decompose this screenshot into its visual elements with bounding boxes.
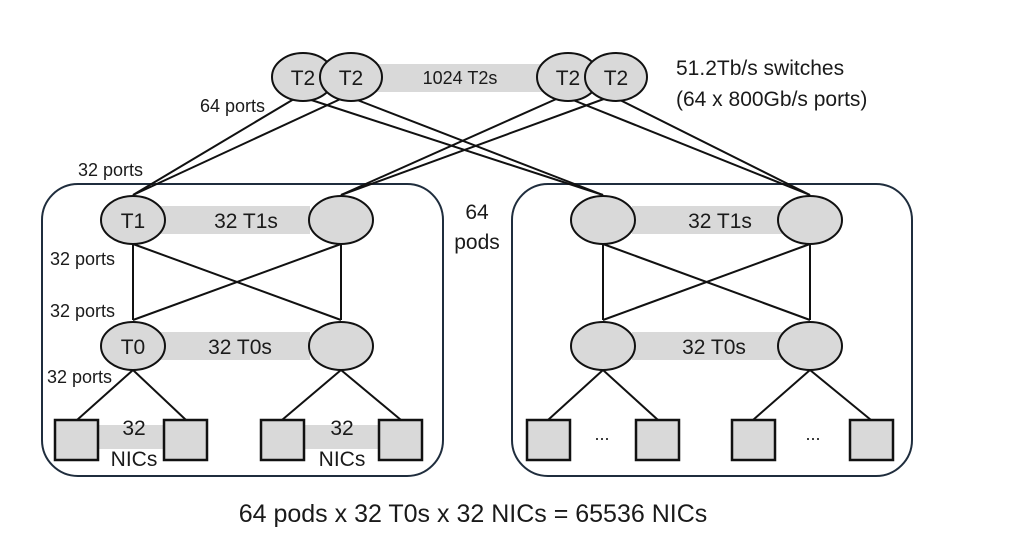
nic-count-formula: 64 pods x 32 T0s x 32 NICs = 65536 NICs bbox=[239, 500, 708, 528]
t2-ports-label: 64 ports bbox=[200, 96, 265, 116]
nic-square bbox=[848, 418, 895, 462]
left-pod-links bbox=[76, 243, 402, 421]
right-t1-node bbox=[777, 195, 843, 245]
right-t1-node bbox=[570, 195, 636, 245]
pods-label-line-1: 64 bbox=[465, 201, 489, 224]
nic-square bbox=[259, 418, 306, 462]
right-t0-node bbox=[570, 321, 636, 371]
right-nic-ellipsis-1: ... bbox=[594, 424, 609, 444]
left-t0-node bbox=[100, 321, 166, 371]
t1-down-ports-label: 32 ports bbox=[50, 249, 115, 269]
right-pod-container bbox=[511, 183, 913, 477]
pods-label-line-2: pods bbox=[454, 231, 500, 254]
left-pod-container bbox=[41, 183, 444, 477]
nic-group-2-count: 32 bbox=[330, 417, 353, 440]
left-t0-band-label: 32 T0s bbox=[208, 336, 272, 359]
t2-switch-node bbox=[319, 52, 383, 102]
t2-node-label: T2 bbox=[291, 67, 316, 90]
right-pod-links bbox=[547, 243, 872, 421]
nic-square bbox=[730, 418, 777, 462]
t2-t1-links bbox=[132, 95, 811, 196]
right-nic-ellipsis-2: ... bbox=[805, 424, 820, 444]
right-t0-node bbox=[777, 321, 843, 371]
nic-square bbox=[53, 418, 100, 462]
nic-group-1-unit: NICs bbox=[111, 448, 158, 471]
left-t1-node bbox=[100, 195, 166, 245]
nic-square bbox=[162, 418, 209, 462]
t1-up-ports-label: 32 ports bbox=[78, 160, 143, 180]
t0-node-label: T0 bbox=[121, 336, 146, 359]
nic-square bbox=[377, 418, 424, 462]
t1-node-label: T1 bbox=[121, 210, 146, 233]
left-t0-band bbox=[160, 332, 310, 360]
left-nic-band-2 bbox=[305, 425, 379, 449]
spec-line-1: 51.2Tb/s switches bbox=[676, 57, 844, 80]
t2-node-label: T2 bbox=[556, 67, 581, 90]
right-t1-band bbox=[632, 206, 782, 234]
left-nic-band-1 bbox=[98, 425, 164, 449]
t0-down-ports-label: 32 ports bbox=[47, 367, 112, 387]
left-t0-node bbox=[308, 321, 374, 371]
left-t1-node bbox=[308, 195, 374, 245]
right-t0-band-label: 32 T0s bbox=[682, 336, 746, 359]
t0-up-ports-label: 32 ports bbox=[50, 301, 115, 321]
left-t1-band-label: 32 T1s bbox=[214, 210, 278, 233]
right-t0-band bbox=[632, 332, 782, 360]
t2-band-label: 1024 T2s bbox=[423, 68, 498, 88]
nic-group-2-unit: NICs bbox=[319, 448, 366, 471]
t2-node-label: T2 bbox=[339, 67, 364, 90]
spec-line-2: (64 x 800Gb/s ports) bbox=[676, 88, 867, 111]
right-t1-band-label: 32 T1s bbox=[688, 210, 752, 233]
left-t1-band bbox=[160, 206, 310, 234]
nic-square bbox=[634, 418, 681, 462]
nic-square bbox=[525, 418, 572, 462]
nic-group-1-count: 32 bbox=[122, 417, 145, 440]
t2-node-label: T2 bbox=[604, 67, 629, 90]
t2-switch-node bbox=[584, 52, 648, 102]
